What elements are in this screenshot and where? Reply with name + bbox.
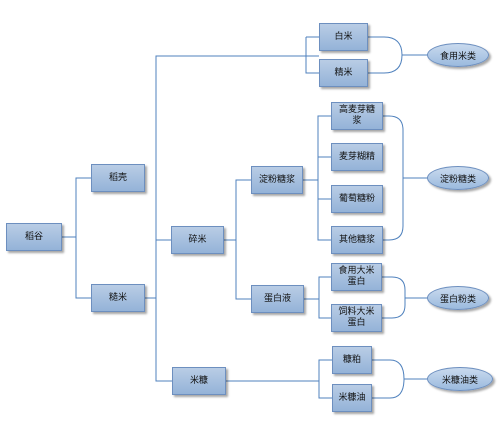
node-husk: 稻壳 — [91, 164, 145, 192]
node-broken-rice: 碎米 — [171, 226, 224, 254]
node-glucose-powder: 葡萄糖粉 — [331, 185, 383, 213]
node-rice-grain: 稻谷 — [6, 223, 62, 251]
node-brown-rice: 糙米 — [91, 284, 145, 312]
node-bran-oil: 米糠油 — [332, 384, 372, 412]
node-starch-syrup: 淀粉糖浆 — [251, 166, 303, 194]
product-starch-sugar: 淀粉糖类 — [427, 166, 489, 190]
node-food-rice-protein: 食用大米蛋白 — [331, 263, 382, 291]
node-protein-liquid: 蛋白液 — [251, 285, 304, 313]
node-other-syrup: 其他糖浆 — [331, 226, 383, 254]
product-bran-oil: 米糠油类 — [427, 367, 493, 391]
node-rice-bran: 米糠 — [172, 367, 226, 395]
node-high-maltose-syrup: 高麦芽糖浆 — [331, 102, 383, 130]
product-protein-powder: 蛋白粉类 — [427, 286, 489, 310]
node-fine-rice: 精米 — [319, 59, 368, 87]
node-polished-rice: 白米 — [319, 23, 368, 51]
product-food-rice: 食用米类 — [427, 43, 489, 67]
node-bran-meal: 糠粕 — [332, 346, 372, 374]
node-feed-rice-protein: 饲料大米蛋白 — [331, 304, 382, 332]
node-maltodextrin: 麦芽糊精 — [331, 143, 383, 171]
